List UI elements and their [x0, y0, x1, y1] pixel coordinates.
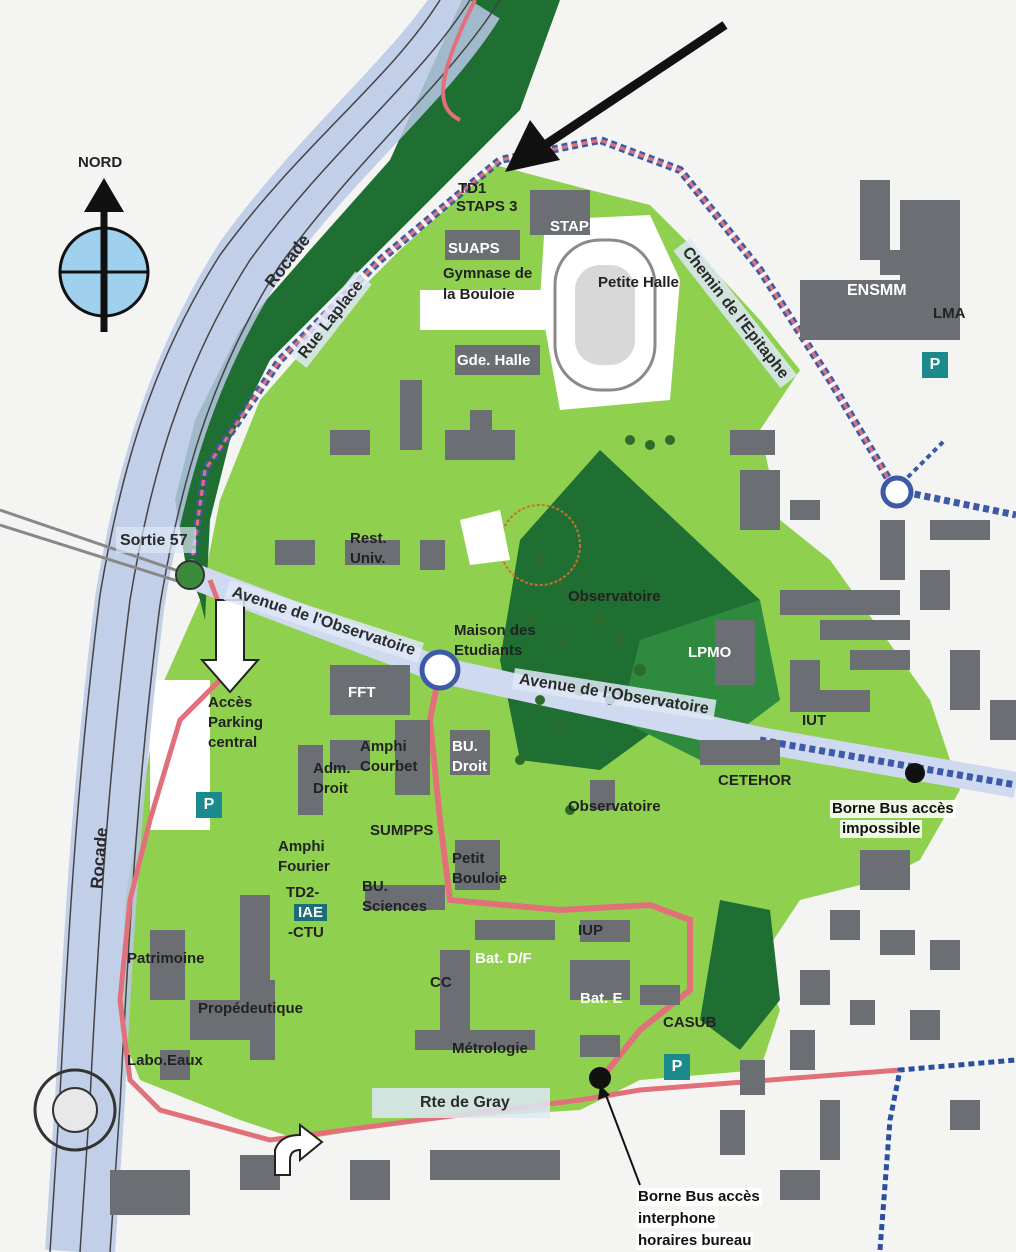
access-arrow [199, 599, 261, 694]
label-iae: IAE [294, 904, 328, 921]
label-propedeutique: Propédeutique [198, 1000, 304, 1017]
label-iup: IUP [578, 922, 604, 939]
label-acces-2: Parking [208, 714, 264, 731]
label-bu-sciences-1: BU. [362, 878, 388, 895]
bus-note-south-2: interphone [636, 1210, 718, 1228]
bus-note-south-1: Borne Bus accès [636, 1188, 762, 1206]
label-amphi-fourier-1: Amphi [278, 838, 325, 855]
label-petit-bouloie-1: Petit [452, 850, 485, 867]
label-maison-1: Maison des [454, 622, 536, 639]
label-adm-2: Droit [313, 780, 348, 797]
bus-note-east-2: impossible [840, 820, 923, 838]
compass-label: NORD [78, 154, 123, 171]
bus-stop-east [905, 763, 925, 783]
east-dark-patch [700, 900, 780, 1050]
rocade-forest-strip [175, 0, 560, 620]
entry-arrow [274, 1122, 324, 1176]
label-suaps: SUAPS [448, 240, 500, 257]
location-arrow [505, 21, 728, 172]
label-rest-2: Univ. [350, 550, 386, 567]
label-bu-sciences-2: Sciences [362, 898, 428, 915]
label-observatoire-top: Observatoire [568, 588, 661, 605]
label-amphi-fourier-2: Fourier [278, 858, 330, 875]
label-adm-1: Adm. [313, 760, 351, 777]
label-petit-bouloie-2: Bouloie [452, 870, 507, 887]
label-metrologie: Métrologie [452, 1040, 528, 1057]
label-rest-1: Rest. [350, 530, 387, 547]
label-acces-1: Accès [208, 694, 253, 711]
roundabout-observatoire [419, 649, 461, 691]
label-bu-droit-1: BU. [452, 738, 478, 755]
label-observatoire-mid: Observatoire [568, 798, 661, 815]
stadium-track [553, 238, 657, 392]
label-td1: TD1 [458, 180, 487, 197]
label-bu-droit-2: Droit [452, 758, 487, 775]
label-gde-halle: Gde. Halle [457, 352, 531, 369]
label-bat-e: Bat. E [580, 990, 623, 1007]
label-iut: IUT [802, 712, 827, 729]
label-petite-halle: Petite Halle [598, 274, 679, 291]
label-bat-df: Bat. D/F [475, 950, 532, 967]
parking-icon-casub: P [664, 1054, 690, 1080]
label-acces-3: central [208, 734, 258, 751]
parking-icon-central: P [196, 792, 222, 818]
label-sumpps: SUMPPS [370, 822, 434, 839]
label-staps3: STAPS 3 [456, 198, 518, 215]
label-gymnase-2: la Bouloie [443, 286, 515, 303]
label-ensmm: ENSMM [847, 282, 907, 299]
label-amphi-courbet-2: Courbet [360, 758, 418, 775]
bus-note-south-3: horaires bureau [636, 1232, 754, 1250]
label-cc: CC [430, 974, 452, 991]
label-gymnase-1: Gymnase de [443, 265, 533, 282]
label-fft: FFT [348, 684, 376, 701]
label-casub: CASUB [663, 1014, 717, 1031]
label-maison-2: Etudiants [454, 642, 523, 659]
roundabout-southwest [33, 1068, 117, 1152]
label-labo-eaux: Labo.Eaux [127, 1052, 203, 1069]
road-label-sortie: Sortie 57 [120, 532, 188, 549]
road-label-rte-gray: Rte de Gray [420, 1094, 510, 1111]
bus-route-east [894, 486, 1016, 519]
label-patrimoine: Patrimoine [127, 950, 205, 967]
parking-icon-ensmm: P [922, 352, 948, 378]
bus-note-east-1: Borne Bus accès [830, 800, 956, 818]
label-staps: STAPS [550, 218, 599, 235]
compass-rose [58, 178, 150, 332]
label-lma: LMA [933, 305, 966, 322]
bus-stop-south [589, 1067, 611, 1089]
label-cetehor: CETEHOR [718, 772, 792, 789]
label-td2: TD2- [286, 884, 320, 901]
roundabout-east [880, 475, 914, 509]
campus-buildings [110, 180, 1016, 1215]
label-amphi-courbet-1: Amphi [360, 738, 407, 755]
ring-road [117, 579, 901, 1143]
label-lpmo: LPMO [688, 644, 732, 661]
label-ctu: -CTU [288, 924, 324, 941]
roundabout-sortie [175, 560, 205, 590]
